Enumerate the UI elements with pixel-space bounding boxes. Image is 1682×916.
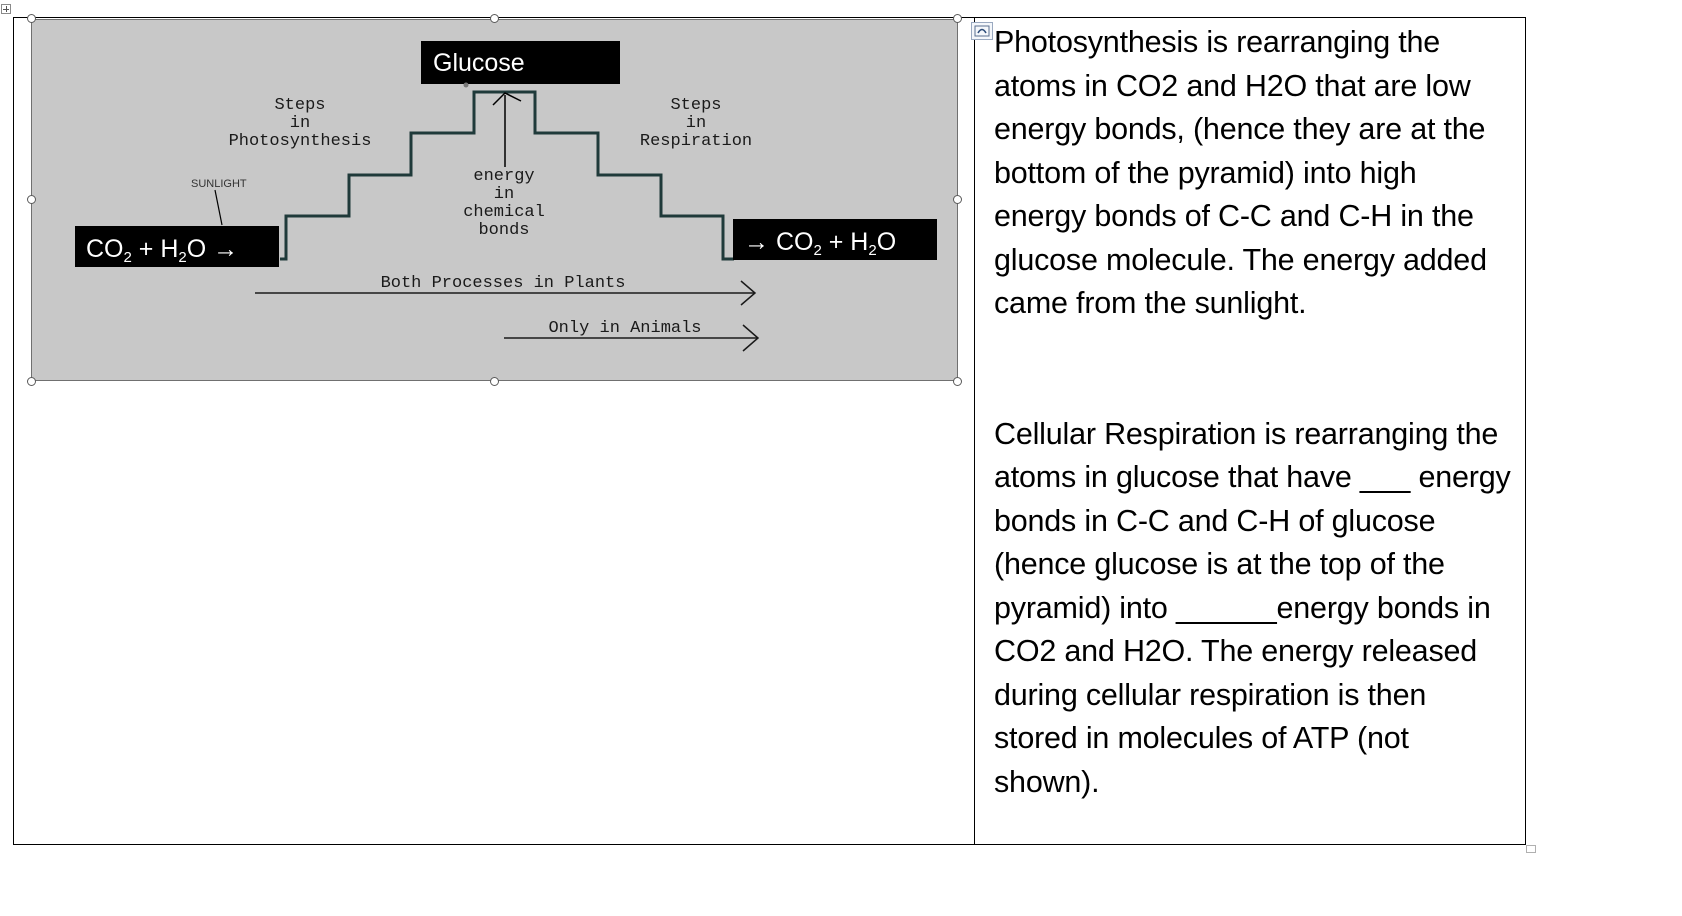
- resize-handle-top-right[interactable]: [953, 14, 962, 23]
- sunlight-label: SUNLIGHT: [191, 178, 247, 190]
- diagram-canvas: Glucose Steps in Photosynthesis Steps in…: [75, 41, 937, 352]
- only-animals-arrowhead-icon: [742, 324, 760, 352]
- energy-label-line-2: in: [494, 185, 514, 204]
- resize-handle-middle-right[interactable]: [953, 195, 962, 204]
- sunlight-pointer: [214, 189, 223, 226]
- respiration-paragraph: Cellular Respiration is rearranging the …: [994, 416, 1511, 799]
- steps-respiration-line-3: Respiration: [640, 132, 752, 151]
- steps-photosynthesis-line-2: in: [290, 114, 310, 133]
- resize-handle-bottom-center[interactable]: [490, 377, 499, 386]
- energy-label-line-3: chemical: [463, 203, 545, 222]
- energy-arrowhead-icon: [492, 92, 522, 106]
- steps-respiration-line-2: in: [686, 114, 706, 133]
- explanation-text-cell[interactable]: Photosynthesis is rearranging the atoms …: [994, 21, 1514, 804]
- resize-handle-bottom-left[interactable]: [27, 377, 36, 386]
- steps-photosynthesis-line-3: Photosynthesis: [229, 132, 372, 151]
- steps-respiration-line-1: Steps: [670, 96, 721, 115]
- energy-label-line-4: bonds: [478, 221, 529, 240]
- only-animals-label: Only in Animals: [548, 319, 701, 338]
- layout-options-icon[interactable]: [971, 22, 993, 40]
- glucose-label: Glucose: [433, 49, 525, 77]
- resize-handle-top-left[interactable]: [27, 14, 36, 23]
- both-processes-label: Both Processes in Plants: [381, 274, 626, 293]
- glucose-box-dot: [463, 82, 469, 88]
- glucose-box: [421, 41, 620, 84]
- products-label: → CO2 + H2O: [744, 228, 896, 259]
- products-box: [733, 219, 937, 260]
- steps-photosynthesis-line-1: Steps: [274, 96, 325, 115]
- table-column-divider[interactable]: [974, 17, 975, 845]
- energy-staircase: [280, 90, 734, 261]
- resize-handle-top-center[interactable]: [490, 14, 499, 23]
- photosynthesis-paragraph: Photosynthesis is rearranging the atoms …: [994, 25, 1487, 320]
- energy-label-line-1: energy: [473, 167, 534, 186]
- reactants-box: [75, 226, 279, 267]
- document-table: [13, 17, 1526, 845]
- table-resize-handle[interactable]: [1526, 845, 1536, 853]
- both-processes-arrowhead-icon: [740, 280, 757, 306]
- table-move-handle-icon[interactable]: [1, 4, 11, 14]
- reactants-label: CO2 + H2O →: [86, 235, 238, 266]
- resize-handle-bottom-right[interactable]: [953, 377, 962, 386]
- photosynthesis-respiration-diagram[interactable]: Glucose Steps in Photosynthesis Steps in…: [31, 19, 958, 381]
- resize-handle-middle-left[interactable]: [27, 195, 36, 204]
